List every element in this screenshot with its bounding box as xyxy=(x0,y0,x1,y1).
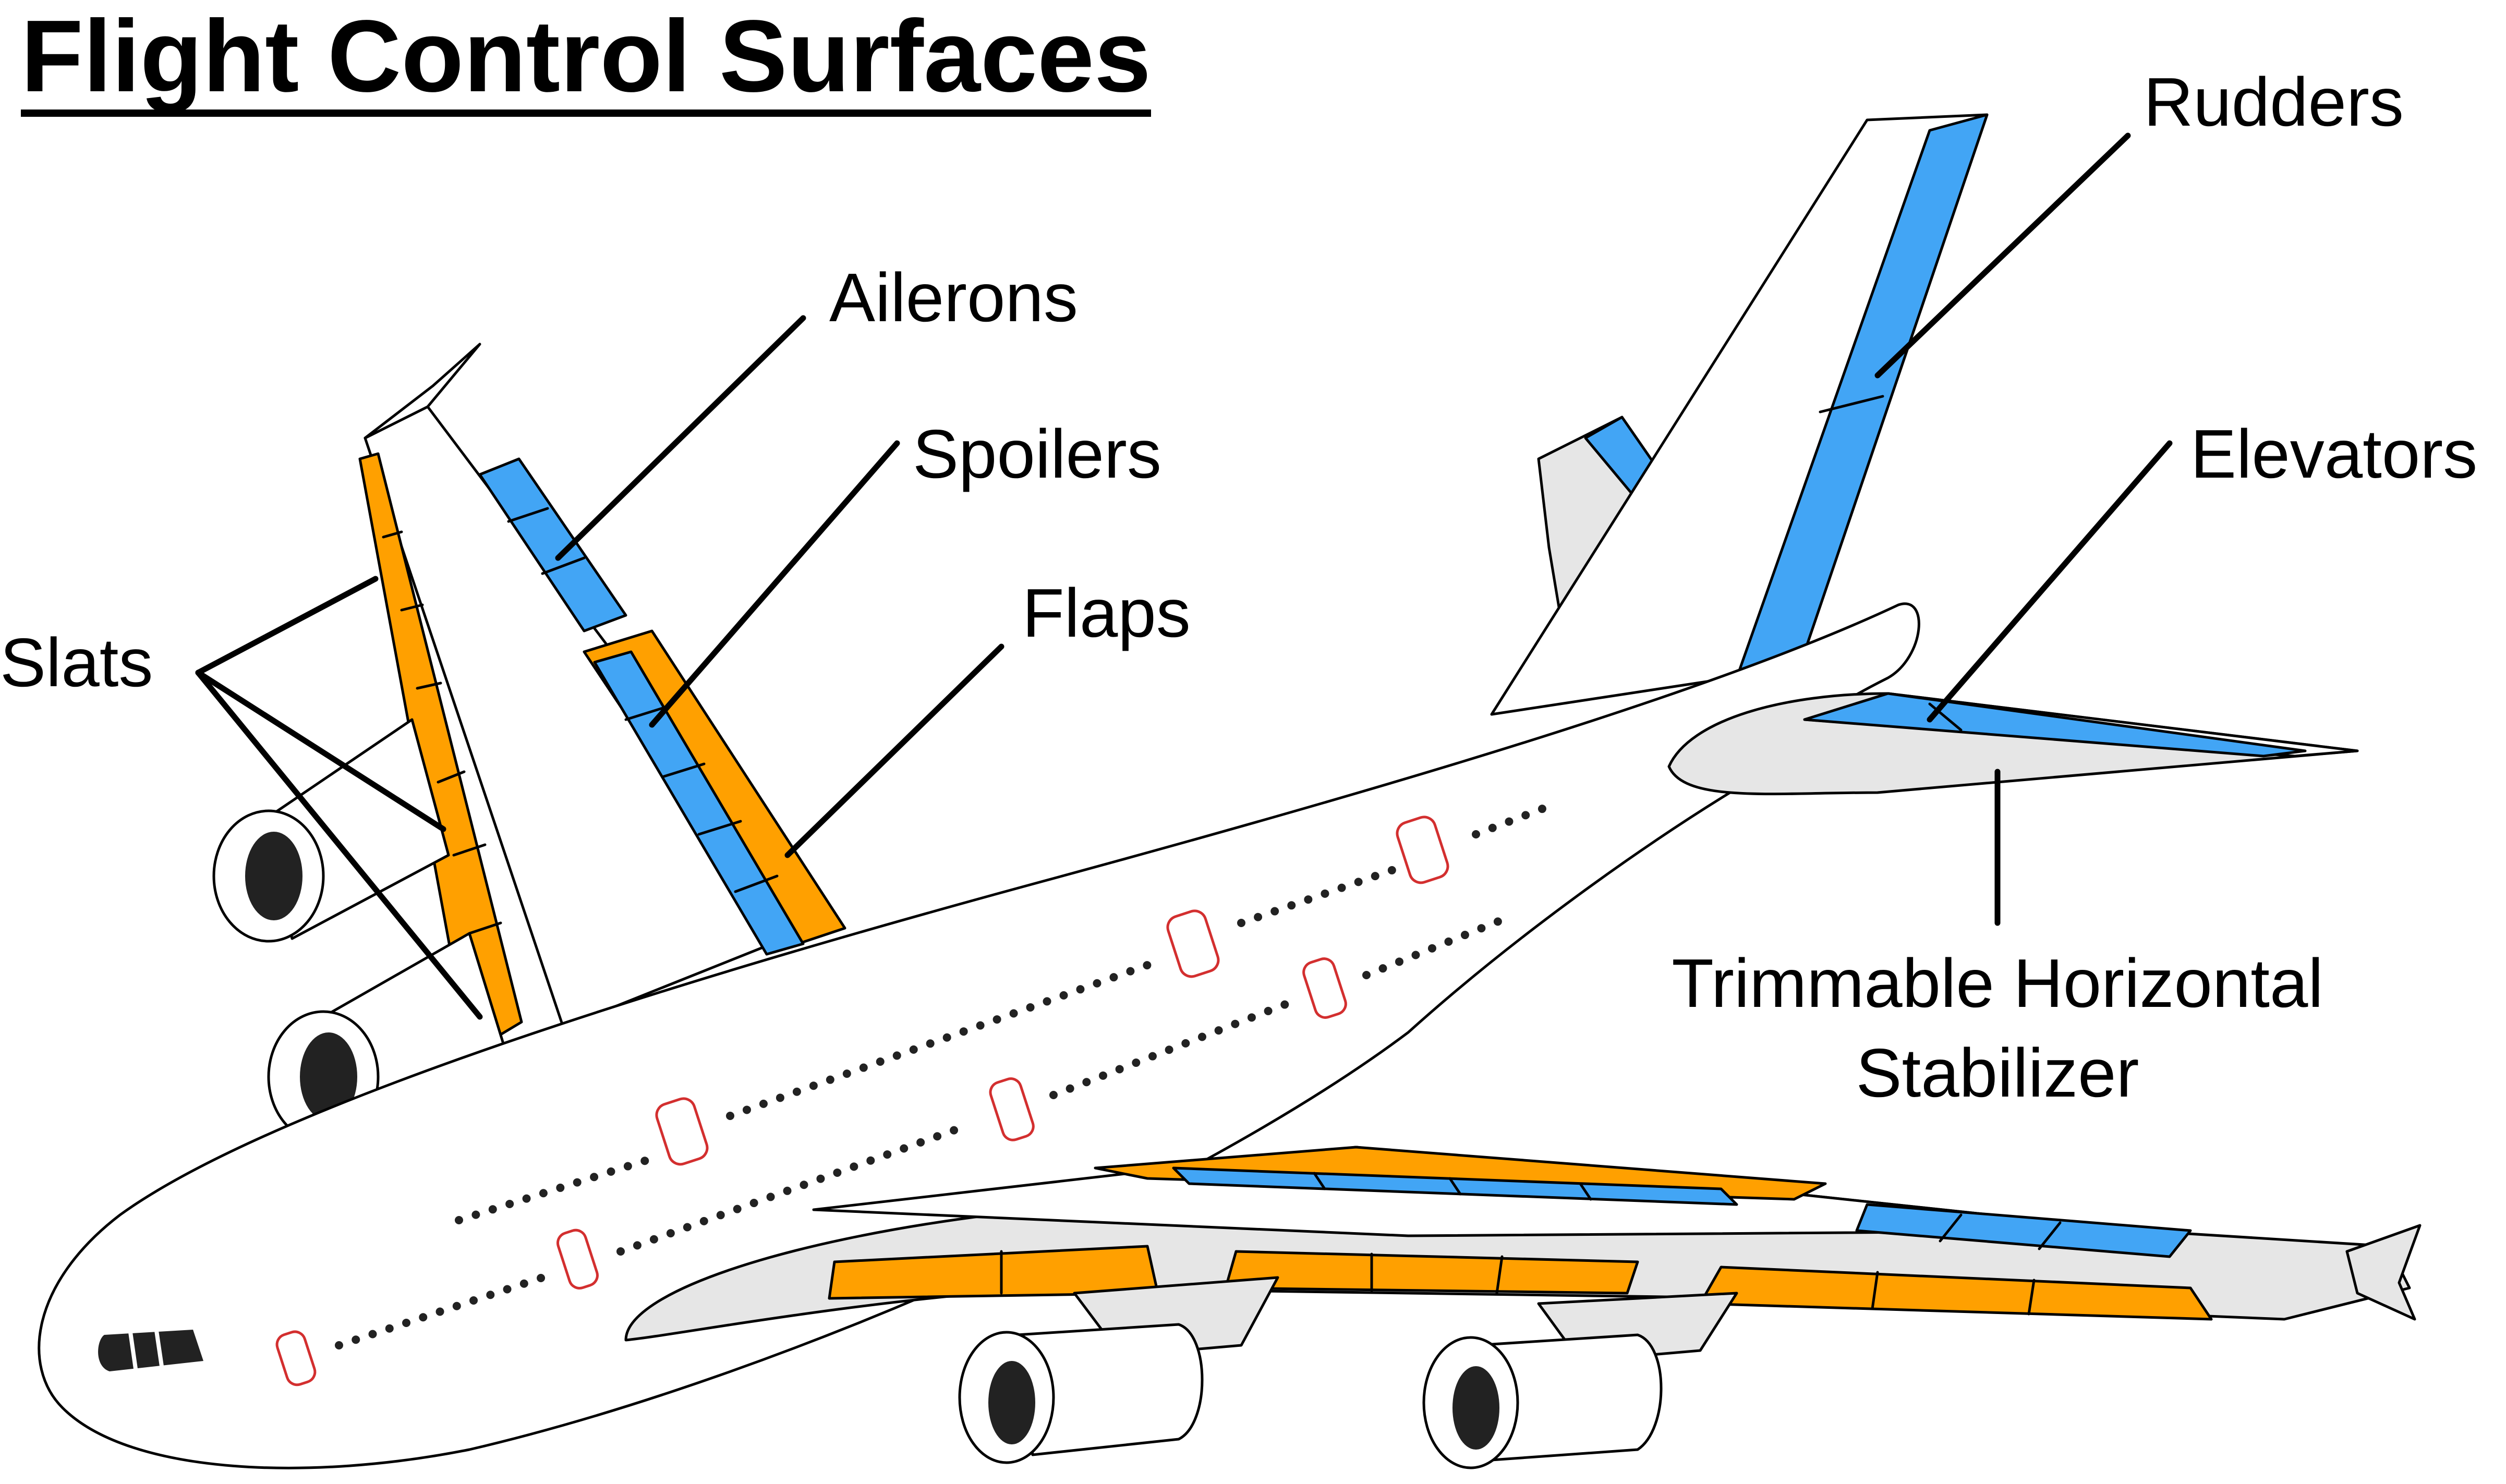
near-wing xyxy=(624,1146,2422,1342)
elevators-label: Elevators xyxy=(2190,416,2478,492)
flaps-leader xyxy=(784,643,1004,858)
ailerons-label: Ailerons xyxy=(829,259,1078,336)
leader-lines xyxy=(195,132,2173,1020)
ths-label: Trimmable Horizontal Stabilizer xyxy=(1632,949,2363,1108)
ths-label-line1: Trimmable Horizontal xyxy=(1672,945,2323,1021)
near-engine-outer xyxy=(1422,1292,1738,1469)
upper-deck-windows xyxy=(455,804,1548,1224)
horizontal-stabilizer xyxy=(1667,692,2359,796)
rudders-label: Rudders xyxy=(2144,64,2404,140)
far-engine-upper xyxy=(212,718,450,943)
ths-label-line2: Stabilizer xyxy=(1856,1035,2139,1111)
spoilers-label: Spoilers xyxy=(913,416,1161,492)
slats-label: Slats xyxy=(0,624,153,701)
fuselage xyxy=(38,602,1920,1469)
doors xyxy=(275,816,1449,1386)
slats-leader-3 xyxy=(195,670,483,1020)
elevators-leader xyxy=(1927,440,2173,723)
slats-leader-2 xyxy=(195,670,446,832)
main-deck-windows xyxy=(335,914,1511,1349)
near-engine-inner xyxy=(958,1276,1279,1464)
ailerons-leader xyxy=(555,315,806,561)
rudders-leader xyxy=(1874,132,2131,379)
flaps-label: Flaps xyxy=(1022,575,1191,651)
slats-leader-1 xyxy=(195,576,379,676)
diagram-title: Flight Control Surfaces xyxy=(21,5,1152,117)
spoilers-leader xyxy=(649,440,900,728)
vertical-tail xyxy=(1490,113,1989,716)
far-wing xyxy=(358,343,846,1055)
